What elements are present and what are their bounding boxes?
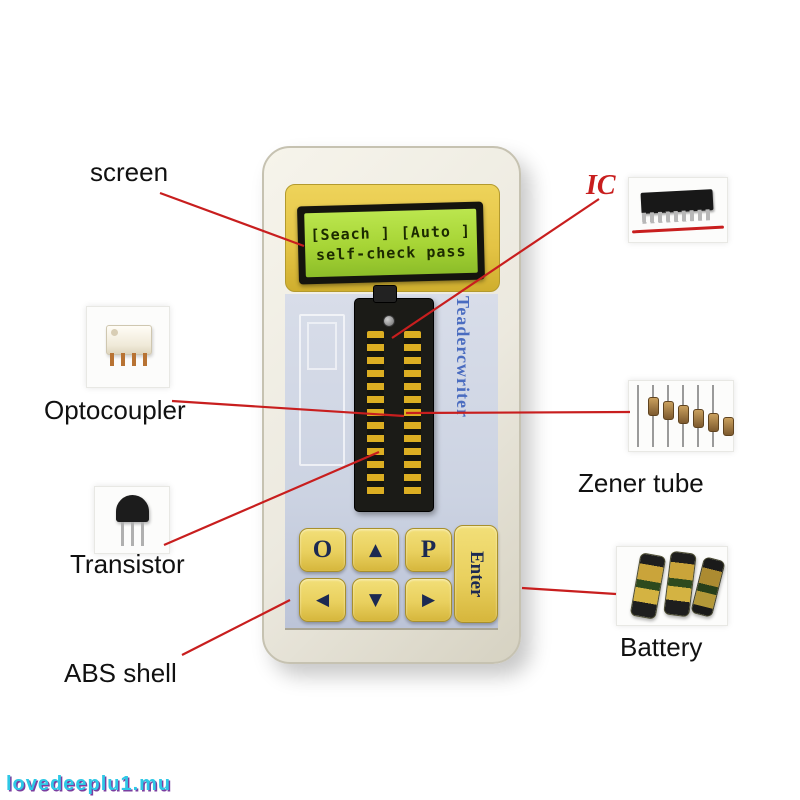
panel-outline-graphic xyxy=(299,314,345,466)
device-side-text: Teadercwriter xyxy=(453,296,473,418)
optocoupler-dot xyxy=(111,329,118,336)
optocoupler-legs xyxy=(110,353,148,366)
zif-socket xyxy=(354,285,434,512)
label-battery: Battery xyxy=(620,632,703,662)
zener-diode xyxy=(678,405,689,424)
lcd-screen: [Seach ] [Auto ] self-check pass xyxy=(304,208,478,278)
label-screen: screen xyxy=(90,157,169,187)
label-abs-shell: ABS shell xyxy=(64,658,177,688)
ic-chip-legs xyxy=(641,209,713,224)
button-up-arrow: ▲ xyxy=(352,528,399,572)
zener-diode xyxy=(708,413,719,432)
panel-outline-inner xyxy=(307,322,337,370)
lcd-line1: [Seach ] [Auto ] xyxy=(310,221,472,245)
battery-cell xyxy=(690,556,726,618)
transistor-legs xyxy=(121,522,144,546)
zener-diode xyxy=(693,409,704,428)
label-ic: IC xyxy=(586,170,616,201)
zener-diode xyxy=(723,417,734,436)
watermark: lovedeeplu1.mu xyxy=(6,773,172,795)
top-yellow-panel: [Seach ] [Auto ] self-check pass xyxy=(285,184,500,292)
label-zener-tube: Zener tube xyxy=(578,468,704,498)
zif-pins-left xyxy=(367,331,384,495)
zif-screw xyxy=(383,315,395,327)
zener-diode xyxy=(648,397,659,416)
button-right-arrow: ▶ xyxy=(405,578,452,622)
button-enter: Enter xyxy=(454,525,498,623)
ic-red-underline xyxy=(631,225,725,234)
zener-bodies xyxy=(637,385,734,447)
lcd-line2: self-check pass xyxy=(315,242,467,264)
transistor-body xyxy=(116,495,149,522)
zif-pins-right xyxy=(404,331,421,495)
button-p: P xyxy=(405,528,452,572)
zener-tube-image xyxy=(628,380,734,452)
zener-diode xyxy=(663,401,674,420)
tester-device: [Seach ] [Auto ] self-check pass Teaderc… xyxy=(262,146,521,664)
zif-lever xyxy=(373,285,397,303)
callout-line-battery xyxy=(521,586,617,596)
label-optocoupler: Optocoupler xyxy=(44,395,186,425)
lcd-bezel: [Seach ] [Auto ] self-check pass xyxy=(297,201,485,285)
optocoupler-image xyxy=(86,306,170,388)
transistor-image xyxy=(94,486,170,554)
ic-chip-image xyxy=(628,177,728,243)
battery-cell xyxy=(629,552,667,620)
button-left-arrow: ◀ xyxy=(299,578,346,622)
button-down-arrow: ▼ xyxy=(352,578,399,622)
button-o: O xyxy=(299,528,346,572)
battery-image xyxy=(616,546,728,626)
label-transistor: Transistor xyxy=(70,549,185,579)
front-blue-panel: Teadercwriter O ▲ P ◀ ▼ ▶ Enter xyxy=(285,285,498,630)
